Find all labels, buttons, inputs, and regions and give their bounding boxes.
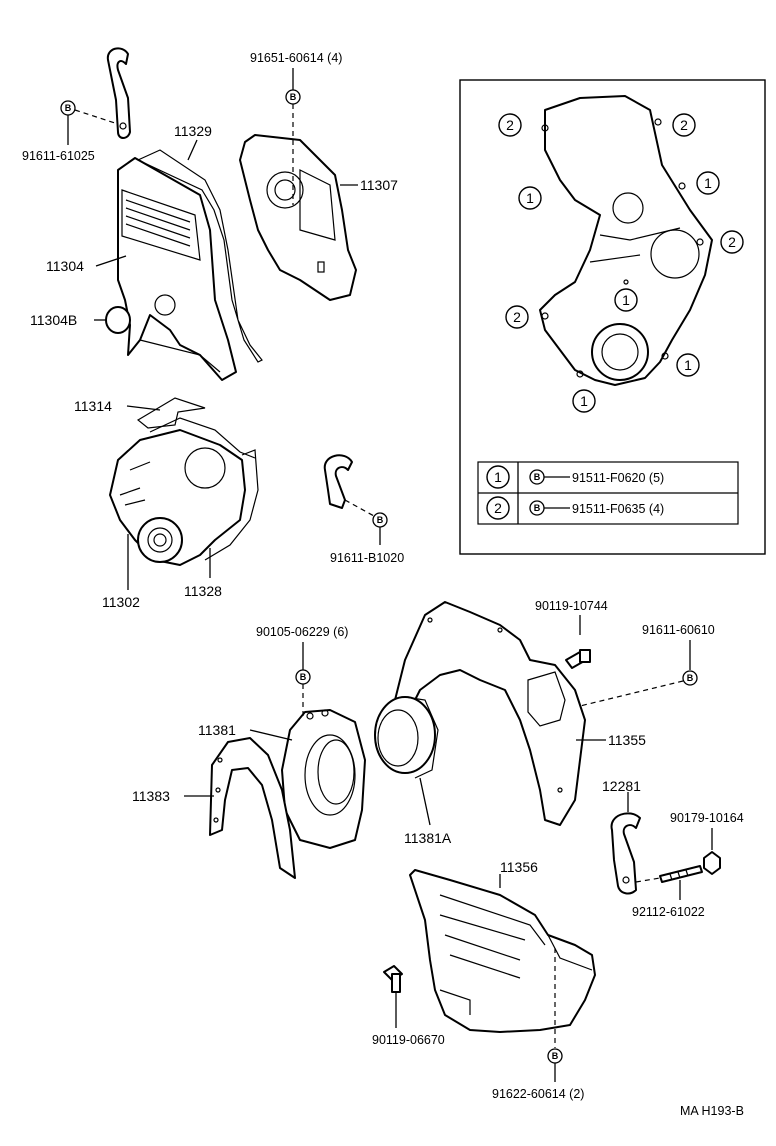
bolt-90119-10744	[565, 649, 591, 669]
part-11302-lower-cover	[109, 429, 246, 566]
nut-90179-10164	[703, 851, 721, 875]
bolt-marker-glyph: B	[552, 1051, 559, 1061]
svg-text:2: 2	[728, 234, 736, 250]
part-11356-lower-plate	[409, 869, 596, 1033]
part-11329-gasket	[136, 149, 263, 363]
label-91611-61025: 91611-61025	[22, 149, 95, 163]
label-11314: 11314	[74, 398, 112, 414]
legend-part-1: 91511-F0620 (5)	[572, 471, 664, 485]
bracket-hook-top	[106, 47, 131, 139]
label-91622-60614: 91622-60614 (2)	[492, 1087, 584, 1101]
legend-row-1: 1 B 91511-F0620 (5)	[486, 465, 664, 489]
inset-marker-1-left: 1	[518, 186, 542, 210]
svg-text:1: 1	[580, 393, 588, 409]
part-11304B-plug	[105, 306, 131, 334]
label-11381: 11381	[198, 722, 236, 738]
inset-marker-1-right: 1	[696, 171, 720, 195]
label-11307: 11307	[360, 177, 398, 193]
label-11302: 11302	[102, 594, 140, 610]
label-11356: 11356	[500, 859, 538, 875]
inset-marker-1-lowerright: 1	[676, 353, 700, 377]
part-11304-upper-cover	[117, 157, 237, 381]
diagram-code: MA H193-B	[680, 1104, 744, 1118]
label-11304: 11304	[46, 258, 84, 274]
bolt-marker-glyph: B	[290, 92, 297, 102]
bolt-marker-glyph: B	[534, 503, 541, 513]
part-11381A-oil-seal	[374, 696, 439, 779]
label-91651-60614: 91651-60614 (4)	[250, 51, 342, 65]
inset-marker-1-bottom: 1	[572, 389, 596, 413]
inset-legend-table: 1 B 91511-F0620 (5) 2 B 91511-F0635 (4)	[477, 461, 739, 525]
label-91611-B1020: 91611-B1020	[330, 551, 404, 565]
svg-text:1: 1	[526, 190, 534, 206]
part-11383-gasket	[209, 737, 296, 879]
legend-row-2: 2 B 91511-F0635 (4)	[486, 496, 664, 520]
label-11381A: 11381A	[404, 830, 452, 846]
bolt-marker-91651-60614: B	[285, 89, 301, 105]
svg-text:2: 2	[506, 117, 514, 133]
svg-text:2: 2	[494, 500, 502, 516]
bolt-marker-91611-B1020: B	[372, 512, 388, 528]
inset-marker-2-lowerleft: 2	[505, 305, 529, 329]
bracket-hook-middle	[323, 454, 353, 509]
bolt-marker-glyph: B	[300, 672, 307, 682]
bolt-marker-91622-60614: B	[547, 1048, 563, 1064]
bolt-marker-glyph: B	[377, 515, 384, 525]
label-91611-60610: 91611-60610	[642, 623, 715, 637]
svg-text:1: 1	[494, 469, 502, 485]
leader-91611-61025	[74, 109, 119, 125]
label-90119-10744: 90119-10744	[535, 599, 608, 613]
label-90179-10164: 90179-10164	[670, 811, 744, 825]
bolt-marker-90105-06229: B	[295, 669, 311, 685]
inset-marker-1-center: 1	[614, 288, 638, 312]
label-11304B: 11304B	[30, 312, 77, 328]
legend-part-2: 91511-F0635 (4)	[572, 502, 664, 516]
label-90105-06229: 90105-06229 (6)	[256, 625, 348, 639]
svg-text:1: 1	[684, 357, 692, 373]
part-11381-retainer	[281, 709, 366, 849]
svg-text:2: 2	[680, 117, 688, 133]
part-11328-gasket	[204, 449, 259, 561]
bolt-marker-91611-60610: B	[682, 670, 698, 686]
inset-marker-2-topleft: 2	[498, 113, 522, 137]
svg-text:1: 1	[704, 175, 712, 191]
label-90119-06670: 90119-06670	[372, 1033, 445, 1047]
part-12281-bracket	[610, 812, 641, 895]
bolt-marker-91611-61025: B	[60, 100, 76, 116]
label-11383: 11383	[132, 788, 170, 804]
part-11355-case	[394, 601, 586, 826]
bolt-marker-glyph: B	[534, 472, 541, 482]
inset-marker-2-topright: 2	[672, 113, 696, 137]
label-11355: 11355	[608, 732, 646, 748]
inset-marker-2-right: 2	[720, 230, 744, 254]
svg-text:2: 2	[513, 309, 521, 325]
label-11329: 11329	[174, 123, 212, 139]
svg-text:1: 1	[622, 292, 630, 308]
stud-92112-61022	[659, 865, 703, 883]
bolt-marker-glyph: B	[687, 673, 694, 683]
label-12281: 12281	[602, 778, 641, 794]
part-11307-plate	[239, 134, 357, 301]
label-11328: 11328	[184, 583, 222, 599]
bolt-marker-glyph: B	[65, 103, 72, 113]
label-92112-61022: 92112-61022	[632, 905, 705, 919]
bolt-90119-06670	[383, 965, 403, 993]
